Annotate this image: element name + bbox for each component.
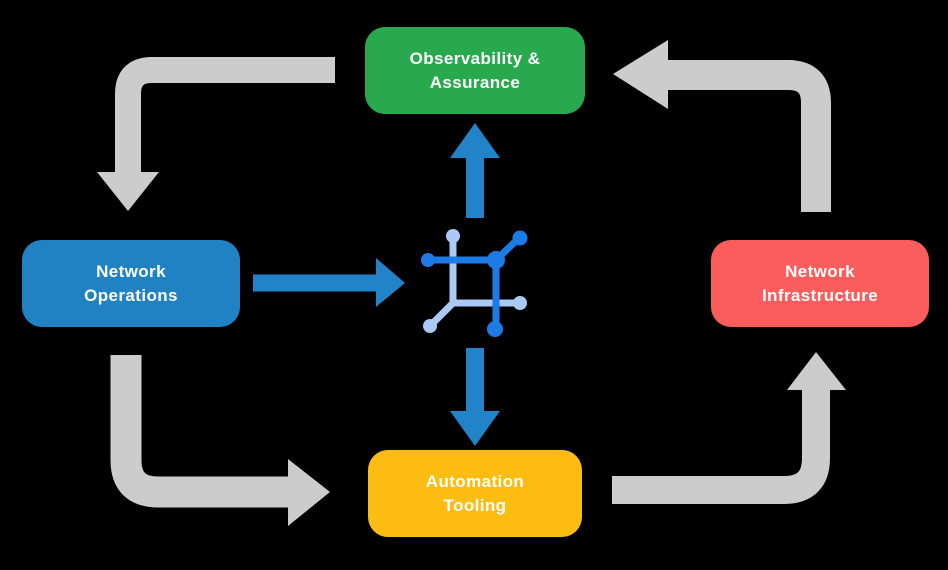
arrow-operations-to-automation bbox=[110, 355, 330, 526]
node-automation-tooling: Automation Tooling bbox=[368, 450, 582, 537]
arrow-center-to-automation bbox=[450, 348, 500, 446]
arrow-center-to-observability bbox=[450, 123, 500, 218]
arrow-infrastructure-to-observability bbox=[613, 40, 831, 212]
node-infrastructure-label: Network Infrastructure bbox=[761, 261, 879, 305]
arrow-automation-to-infrastructure bbox=[612, 352, 846, 504]
arrow-observability-to-operations bbox=[97, 57, 335, 211]
node-operations-label: Network Operations bbox=[84, 261, 178, 305]
arrow-operations-to-center bbox=[253, 258, 405, 307]
node-network-infrastructure: Network Infrastructure bbox=[711, 240, 929, 327]
node-observability-label: Observability & Assurance bbox=[409, 48, 541, 92]
node-network-operations: Network Operations bbox=[22, 240, 240, 327]
node-observability-assurance: Observability & Assurance bbox=[365, 27, 585, 114]
network-automation-icon bbox=[421, 229, 528, 337]
node-automation-label: Automation Tooling bbox=[425, 471, 525, 515]
